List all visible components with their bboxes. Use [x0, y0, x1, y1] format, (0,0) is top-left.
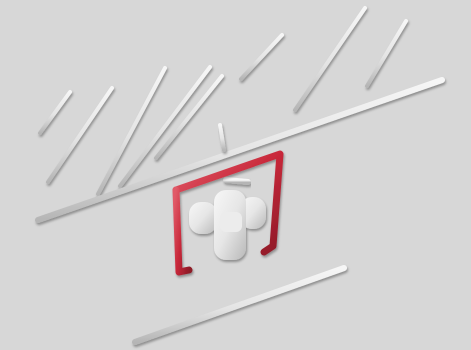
bracket-left-arm: [176, 190, 189, 272]
antenna-body: [189, 190, 266, 260]
hatch-line: [367, 21, 406, 86]
hatch-line: [295, 8, 365, 110]
left-lobe: [189, 202, 217, 234]
hatch-line: [156, 76, 222, 158]
lower-crossbar: [135, 268, 344, 342]
hatch-line: [48, 88, 112, 182]
diagonal-hatch-lines: [40, 8, 406, 194]
mast-collar: [226, 180, 248, 182]
body-panel: [220, 212, 242, 232]
hatch-line: [241, 35, 282, 79]
hatch-line: [40, 92, 70, 133]
hatch-line: [98, 68, 165, 194]
mast-side-prong: [220, 125, 224, 150]
